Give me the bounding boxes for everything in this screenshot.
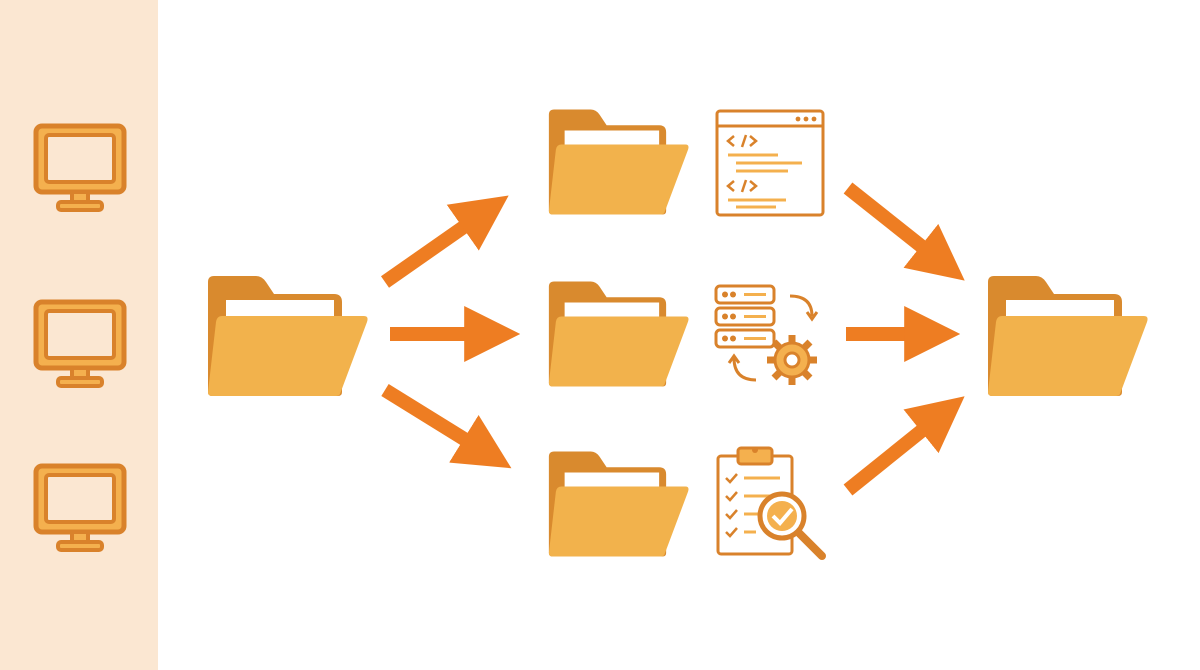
source-folder-icon[interactable]	[204, 272, 370, 400]
code-window-icon	[714, 108, 826, 218]
branch-3-folder-icon[interactable]	[544, 448, 692, 560]
arrow-from-branch-3	[843, 396, 965, 496]
monitor-icon[interactable]	[32, 462, 128, 554]
branch-2-folder-icon[interactable]	[544, 278, 692, 390]
server-sync-gear-icon	[712, 282, 828, 394]
target-folder-icon[interactable]	[984, 272, 1150, 400]
arrow-to-branch-3	[381, 384, 512, 469]
monitor-icon[interactable]	[32, 298, 128, 390]
sidebar	[0, 0, 158, 670]
branch-1-folder-icon[interactable]	[544, 106, 692, 218]
monitor-icon[interactable]	[32, 122, 128, 214]
checklist-magnifier-icon	[714, 444, 828, 564]
arrow-to-branch-1	[380, 195, 509, 288]
arrow-from-branch-1	[843, 182, 965, 281]
